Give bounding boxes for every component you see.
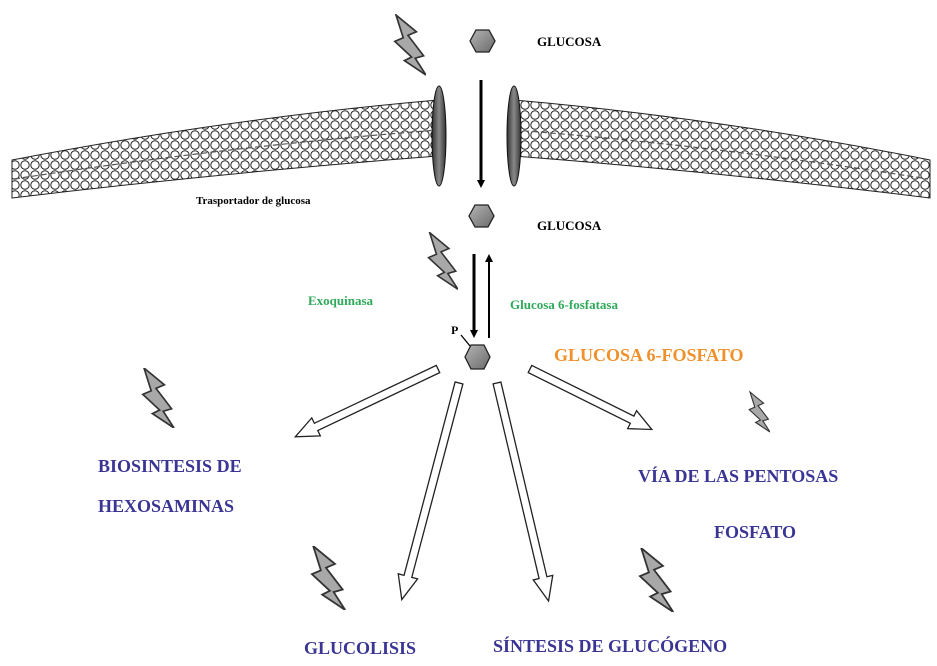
arrow-to-glycogen (487, 381, 558, 604)
phosphate-label: P (451, 323, 458, 338)
cell-membrane-right (514, 100, 930, 198)
lightning-bolt-icon (640, 548, 673, 612)
glucose-inside-label: GLUCOSA (537, 218, 601, 234)
arrow-to-glycolysis (392, 380, 469, 602)
g6pase-label: Glucosa 6-fosfatasa (510, 297, 618, 313)
arrow-to-pentoses (526, 360, 657, 438)
glycolysis-label: GLUCOLISIS (304, 638, 416, 659)
pentose-label-line1: VÍA DE LAS PENTOSAS (638, 466, 838, 487)
transporter-protein-left (432, 86, 446, 186)
transporter-label: Trasportador de glucosa (196, 195, 311, 207)
lightning-bolt-icon (749, 392, 770, 432)
lightning-bolt-icon (395, 15, 426, 75)
lightning-bolt-icon (312, 546, 345, 610)
phosphate-bond (461, 335, 470, 346)
glucose-inside-hexagon-icon (469, 205, 494, 227)
pentose-label-line2: FOSFATO (714, 522, 796, 543)
g6p-label: GLUCOSA 6-FOSFATO (554, 345, 744, 366)
g6p-hexagon-icon (465, 345, 490, 369)
hexokinase-label: Exoquinasa (308, 293, 373, 309)
glucose-outside-label: GLUCOSA (537, 34, 601, 50)
glycogen-label: SÍNTESIS DE GLUCÓGENO (493, 636, 727, 657)
hexosamine-label-line1: BIOSINTESIS DE (98, 456, 242, 477)
arrow-to-hexosamines (291, 360, 442, 446)
cell-membrane-left (12, 100, 438, 198)
glucose-outside-hexagon-icon (470, 30, 495, 52)
transporter-protein-right (507, 86, 521, 186)
lightning-bolt-icon (429, 233, 458, 290)
hexosamine-label-line2: HEXOSAMINAS (98, 496, 234, 517)
lightning-bolt-icon (143, 368, 174, 428)
